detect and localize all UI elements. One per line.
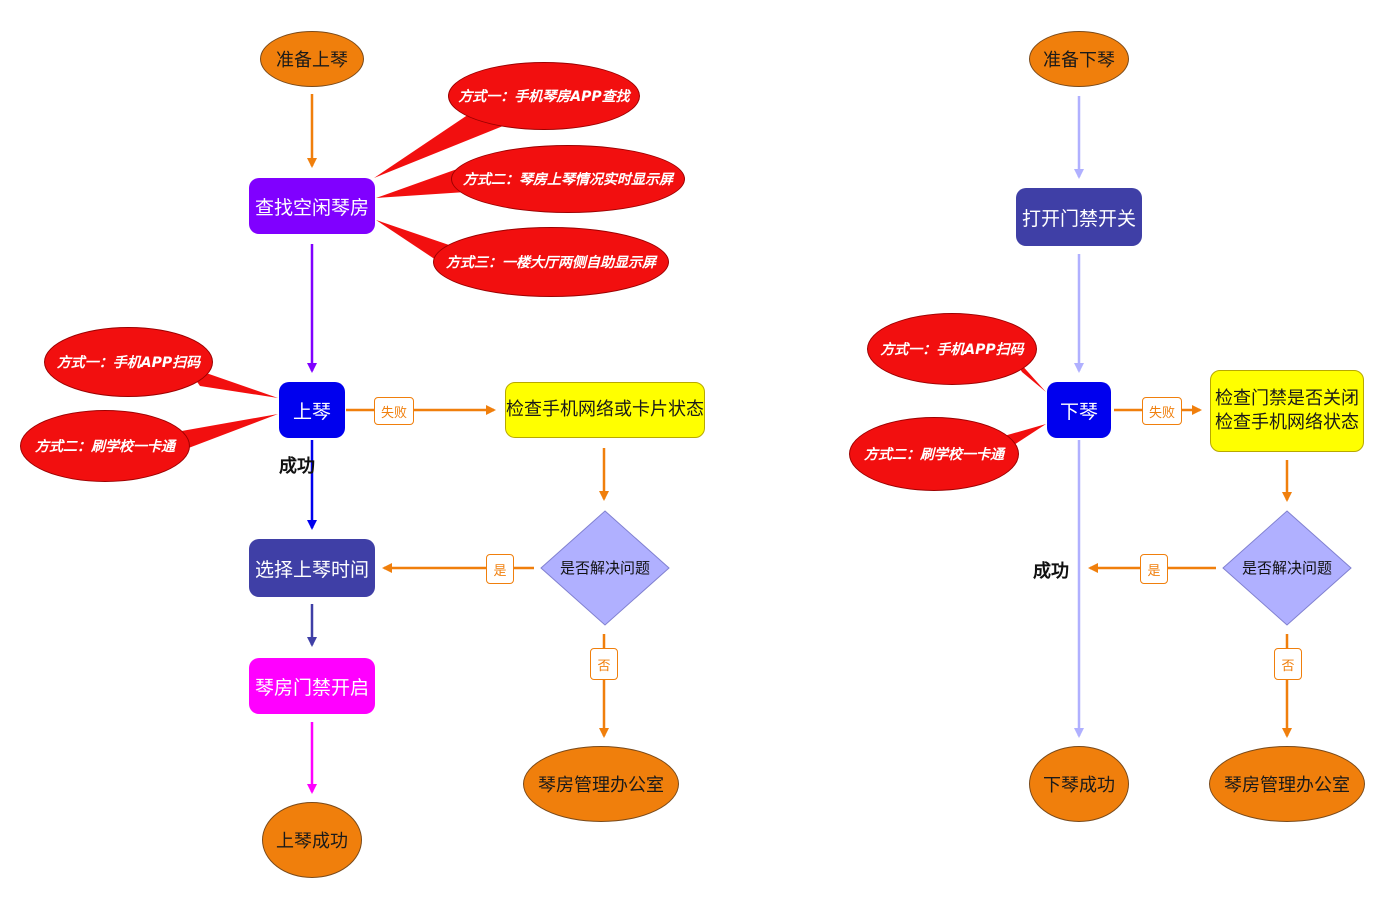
method-bubble-find-3: 方式三：一楼大厅两侧自助显示屏: [433, 227, 669, 297]
method-bubble-find-2: 方式二：琴房上琴情况实时显示屏: [451, 145, 685, 213]
end-node-left: 上琴成功: [262, 802, 362, 878]
method-bubble-checkin-2: 方式二：刷学校一卡通: [20, 410, 190, 482]
bubble-tail-find-3: [376, 220, 452, 268]
decision-diamond-left: 是否解决问题: [540, 510, 670, 626]
yes-tag-left: 是: [486, 554, 514, 584]
checkout-node: 下琴: [1047, 382, 1111, 438]
bubble-tail-find-1: [374, 108, 508, 178]
decision-label-left: 是否解决问题: [560, 559, 650, 577]
office-node-right: 琴房管理办公室: [1209, 746, 1365, 822]
method-bubble-checkin-1: 方式一：手机APP扫码: [44, 327, 213, 397]
fail-tag-left: 失败: [374, 397, 414, 425]
start-node-left: 准备上琴: [260, 31, 364, 87]
check-status-node-left: 检查手机网络或卡片状态: [505, 382, 705, 438]
no-tag-right: 否: [1274, 648, 1302, 680]
office-node-left: 琴房管理办公室: [523, 746, 679, 822]
start-node-right: 准备下琴: [1029, 31, 1129, 87]
fail-tag-right: 失败: [1142, 397, 1182, 425]
check-status-line-2: 检查手机网络状态: [1215, 412, 1359, 433]
no-tag-left: 否: [590, 648, 618, 680]
bubble-tail-checkin-2: [176, 414, 278, 452]
success-label-left: 成功: [279, 456, 315, 477]
decision-label-right: 是否解决问题: [1242, 559, 1332, 577]
checkin-node: 上琴: [279, 382, 345, 438]
find-room-node: 查找空闲琴房: [249, 178, 375, 234]
end-node-right: 下琴成功: [1029, 746, 1129, 822]
select-time-node: 选择上琴时间: [249, 539, 375, 597]
success-label-right: 成功: [1033, 561, 1069, 582]
check-status-node-right: 检查门禁是否关闭 检查手机网络状态: [1210, 370, 1364, 452]
yes-tag-right: 是: [1140, 554, 1168, 584]
method-bubble-find-1: 方式一：手机琴房APP查找: [448, 62, 640, 130]
open-switch-node: 打开门禁开关: [1016, 188, 1142, 246]
decision-diamond-right: 是否解决问题: [1222, 510, 1352, 626]
method-bubble-checkout-2: 方式二：刷学校一卡通: [849, 417, 1019, 491]
bubble-tail-find-2: [376, 168, 466, 198]
door-open-node: 琴房门禁开启: [249, 658, 375, 714]
bubble-tail-checkin-1: [186, 366, 278, 398]
check-status-line-1: 检查门禁是否关闭: [1215, 387, 1359, 409]
method-bubble-checkout-1: 方式一：手机APP扫码: [867, 313, 1037, 385]
